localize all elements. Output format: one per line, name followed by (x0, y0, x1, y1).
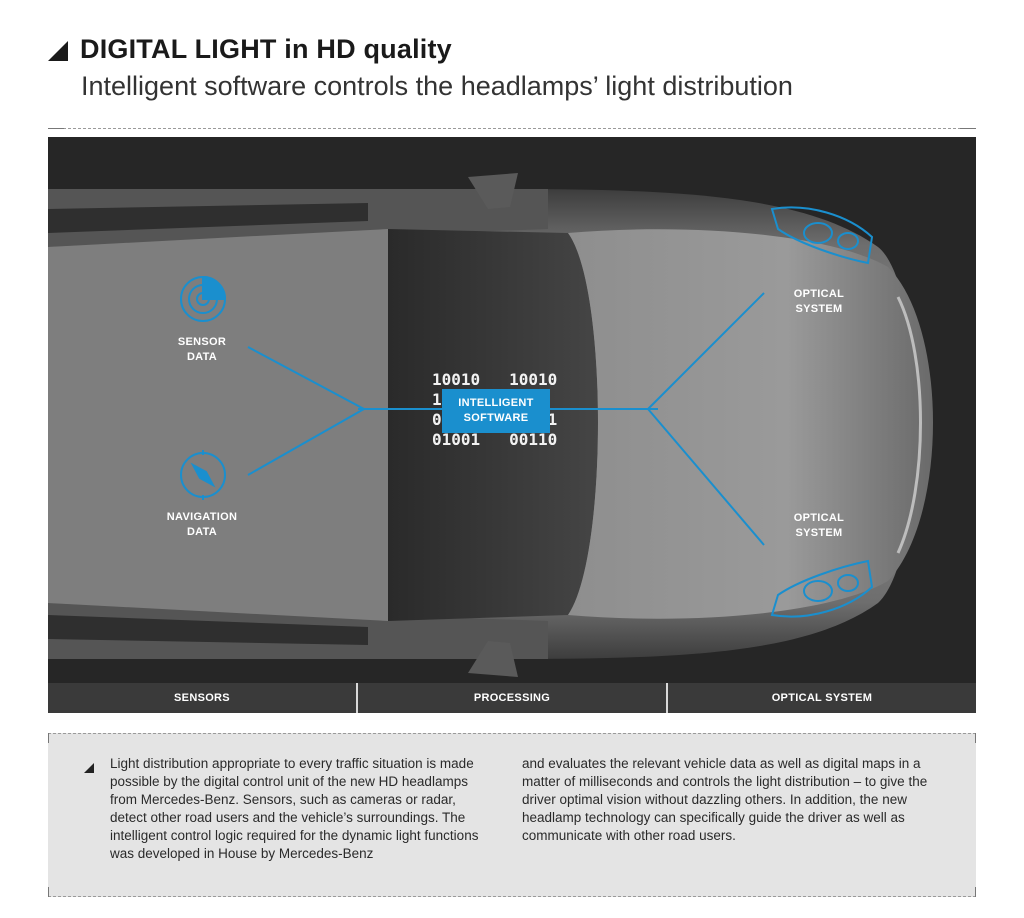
radar-icon (180, 275, 227, 322)
section-sensors: SENSORS (174, 692, 230, 704)
signal-line-optical-top (647, 292, 765, 410)
box-corner (961, 733, 976, 743)
section-optical-system: OPTICAL SYSTEM (666, 683, 976, 713)
title-triangle-icon (48, 40, 68, 61)
diagram-stage: SENSOR DATA NAVIGATION DATA OPTICAL SYST… (48, 137, 976, 713)
binary-stream: 10010 10010 10 1 0 1 01001 00110 (432, 370, 582, 450)
binary-line: 01001 00110 (432, 430, 558, 449)
body-text-column-1: Light distribution appropriate to every … (110, 756, 479, 861)
binary-line: 10010 10010 (432, 370, 558, 389)
headlamp-icon (770, 206, 874, 618)
compass-icon (180, 450, 226, 500)
optical-system-label-top: OPTICAL SYSTEM (793, 288, 845, 315)
optical-system-label-bottom: OPTICAL SYSTEM (793, 512, 845, 539)
signal-line-sensor (247, 346, 365, 410)
box-corner (48, 733, 63, 743)
binary-line: 0 1 (432, 410, 558, 429)
body-text-column-2: and evaluates the relevant vehicle data … (522, 756, 928, 843)
page-title: DIGITAL LIGHT in HD quality (80, 34, 452, 64)
navigation-data-label: NAVIGATION DATA (166, 511, 238, 538)
box-bottom-divider (48, 896, 976, 897)
header: DIGITAL LIGHT in HD quality Intelligent … (48, 34, 793, 102)
signal-line-navigation (247, 408, 365, 476)
sensor-data-label: SENSOR DATA (177, 336, 227, 363)
top-divider (48, 128, 976, 129)
divider-cap-left (48, 128, 64, 129)
box-corner (961, 887, 976, 897)
stage-section-bar: SENSORS PROCESSING OPTICAL SYSTEM (48, 683, 976, 713)
divider-cap-right (960, 128, 976, 129)
box-top-divider (48, 733, 976, 734)
intelligent-software-box: INTELLIGENT SOFTWARE (442, 389, 550, 433)
box-corner (48, 887, 63, 897)
text-triangle-icon (84, 763, 94, 773)
description-box: Light distribution appropriate to every … (48, 733, 976, 897)
page-subtitle: Intelligent software controls the headla… (81, 71, 793, 101)
section-processing: PROCESSING (356, 683, 666, 713)
signal-line-optical-bottom (647, 408, 765, 546)
title-row: DIGITAL LIGHT in HD quality (48, 34, 793, 65)
